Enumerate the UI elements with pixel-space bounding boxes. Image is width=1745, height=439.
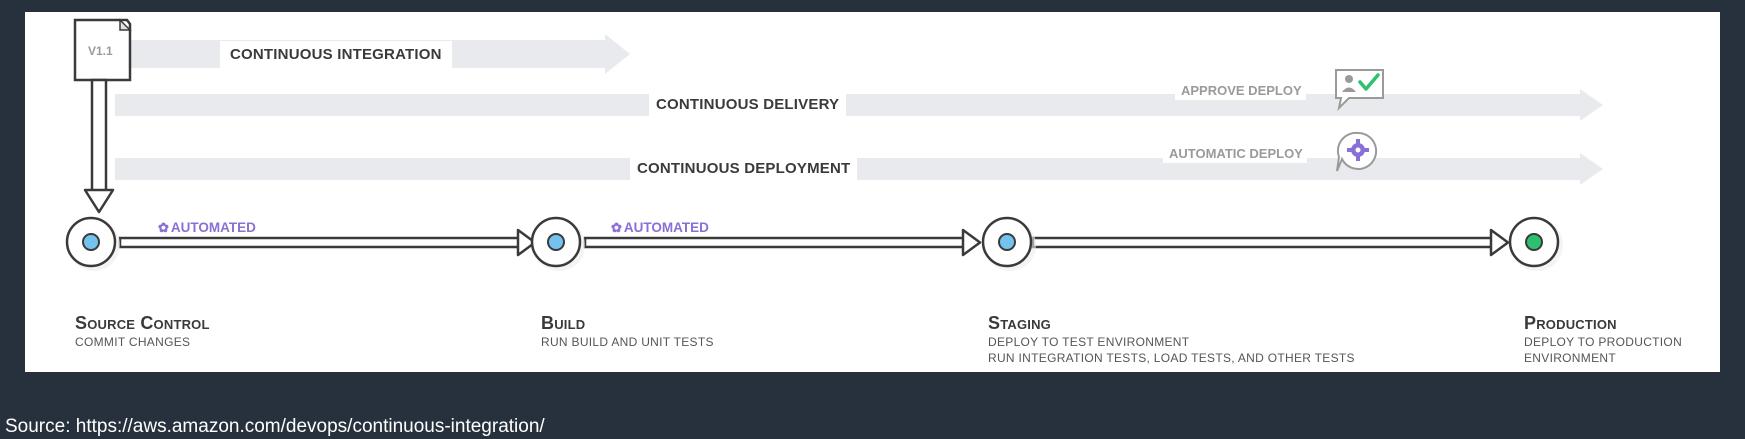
diagram-panel: V1.1 CONTINUOUS INTEGRATION CONTINUOUS D… xyxy=(25,12,1720,372)
version-file-icon xyxy=(73,18,132,82)
stage-description: ENVIRONMENT xyxy=(1524,351,1616,365)
stage-description: COMMIT CHANGES xyxy=(75,335,191,349)
stage-node-production xyxy=(1508,216,1563,271)
continuous-integration-label: CONTINUOUS INTEGRATION xyxy=(220,41,452,69)
continuous-deployment-label: CONTINUOUS DEPLOYMENT xyxy=(630,157,858,181)
pipeline-arrow-2 xyxy=(583,228,982,257)
stage-node-source-control xyxy=(65,216,120,271)
stage-source-control: Source Control COMMIT CHANGES xyxy=(75,312,210,350)
automatic-deploy-label: AUTOMATIC DEPLOY xyxy=(1163,145,1307,163)
continuous-delivery-label: CONTINUOUS DELIVERY xyxy=(649,93,847,117)
automatic-deploy-icon xyxy=(1336,131,1378,172)
stage-description: RUN INTEGRATION TESTS, LOAD TESTS, AND O… xyxy=(988,351,1355,365)
approve-deploy-icon xyxy=(1335,69,1384,112)
approve-deploy-label: APPROVE DEPLOY xyxy=(1175,82,1306,100)
gear-icon: ✿ xyxy=(611,220,622,235)
stage-staging: Staging DEPLOY TO TEST ENVIRONMENT RUN I… xyxy=(988,312,1355,366)
stage-node-staging xyxy=(981,216,1036,271)
stage-production: Production DEPLOY TO PRODUCTION ENVIRONM… xyxy=(1524,312,1682,366)
automated-label-1: ✿AUTOMATED xyxy=(158,220,256,235)
stage-title: Staging xyxy=(988,313,1051,333)
stage-description: RUN BUILD AND UNIT TESTS xyxy=(541,335,714,349)
version-label: V1.1 xyxy=(88,44,113,58)
gear-icon: ✿ xyxy=(158,220,169,235)
stage-node-build xyxy=(530,216,585,271)
stage-title: Production xyxy=(1524,313,1617,333)
commit-down-arrow xyxy=(83,78,115,214)
pipeline-arrow-3 xyxy=(1031,228,1510,257)
automated-label-2: ✿AUTOMATED xyxy=(611,220,709,235)
source-caption: Source: https://aws.amazon.com/devops/co… xyxy=(5,416,545,437)
stage-build: Build RUN BUILD AND UNIT TESTS xyxy=(541,312,714,350)
stage-description: DEPLOY TO TEST ENVIRONMENT xyxy=(988,335,1190,349)
stage-title: Source Control xyxy=(75,313,210,333)
stage-title: Build xyxy=(541,313,586,333)
pipeline-arrow-1 xyxy=(118,228,537,257)
deployment-band-arrow xyxy=(115,153,1603,185)
stage-description: DEPLOY TO PRODUCTION xyxy=(1524,335,1683,349)
